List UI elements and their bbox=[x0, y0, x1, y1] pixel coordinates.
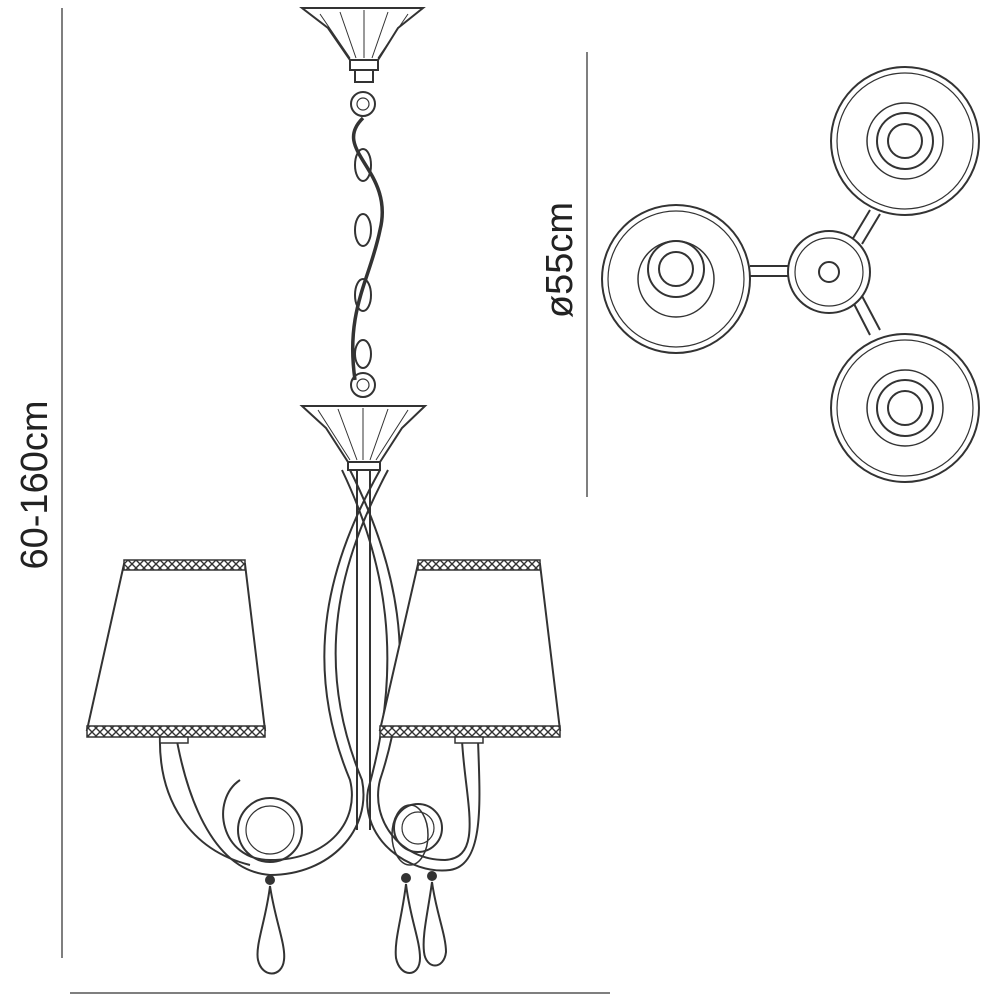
crystal-drops bbox=[256, 871, 448, 975]
height-dimension-label: 60-160cm bbox=[14, 401, 56, 570]
ceiling-canopy bbox=[299, 7, 426, 83]
plan-shade-top-right bbox=[830, 66, 980, 216]
plan-shade-left bbox=[601, 204, 751, 354]
crystal-drop-right bbox=[422, 871, 448, 967]
plan-center-hub bbox=[787, 230, 871, 314]
diameter-dimension: ø55cm bbox=[539, 52, 588, 497]
left-arm bbox=[158, 469, 389, 877]
suspension-chain bbox=[350, 91, 384, 398]
crystal-drop-left bbox=[256, 875, 286, 975]
plan-arms bbox=[750, 209, 881, 336]
height-dimension: 60-160cm bbox=[14, 8, 63, 958]
crystal-drop-center bbox=[394, 873, 422, 974]
plan-shade-bottom-right bbox=[830, 333, 980, 483]
right-lamp-shade bbox=[378, 559, 562, 744]
left-lamp-shade bbox=[85, 559, 267, 744]
chandelier-side-view bbox=[85, 7, 562, 975]
diameter-dimension-label: ø55cm bbox=[539, 202, 581, 318]
right-arm bbox=[341, 469, 481, 872]
chandelier-top-view bbox=[601, 66, 980, 483]
central-cup bbox=[299, 405, 428, 471]
